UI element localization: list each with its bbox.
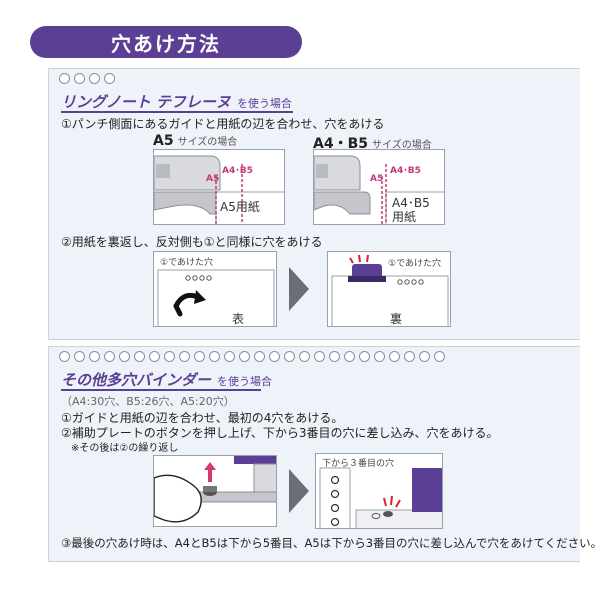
- binder-ring: [299, 351, 310, 362]
- binder-ring: [344, 351, 355, 362]
- a4b5-size-name: A4・B5: [313, 136, 368, 152]
- front-side-illustration: ①であけた穴 表: [153, 251, 277, 327]
- next-step-arrow: [289, 267, 309, 311]
- back-side-label: 裏: [390, 312, 403, 326]
- a4b5-punch-illustration: A4･B5 A5 A4･B5 用紙: [313, 149, 445, 225]
- section-title: リングノート テフレーヌ を使う場合: [61, 91, 292, 112]
- binder-ring: [359, 351, 370, 362]
- step-3-text: ③最後の穴あけ時は、A4とB5は下から5番目、A5は下から3番目の穴に差し込んで…: [61, 536, 598, 550]
- step-2-text: ②補助プレートのボタンを押し上げ、下から3番目の穴に差し込み、穴をあける。: [61, 426, 499, 440]
- step-1-text: ①パンチ側面にあるガイドと用紙の辺を合わせ、穴をあける: [61, 117, 385, 131]
- section-title-main: リングノート テフレーヌ: [61, 93, 231, 111]
- a5-paper-label: A5用紙: [220, 200, 260, 214]
- binder-ring: [329, 351, 340, 362]
- binder-ring: [239, 351, 250, 362]
- binder-rings: [59, 351, 445, 362]
- binder-ring: [59, 351, 70, 362]
- binder-ring: [74, 73, 85, 84]
- binder-ring: [224, 351, 235, 362]
- binder-ring: [314, 351, 325, 362]
- binder-rings: [59, 73, 115, 84]
- back-hole-note: ①であけた穴: [388, 259, 441, 269]
- back-side-drawing: [328, 252, 450, 326]
- front-side-label: 表: [232, 312, 245, 326]
- section-title-main: その他多穴バインダー: [61, 371, 212, 389]
- a4b5-paper-label-line1: A4･B5: [392, 196, 430, 210]
- section-underline: [61, 111, 293, 113]
- a4b5-size-label: A4・B5 サイズの場合: [313, 133, 432, 153]
- binder-ring: [284, 351, 295, 362]
- a5-punch-drawing: [154, 150, 284, 224]
- third-hole-label: 下から３番目の穴: [322, 459, 395, 469]
- binder-ring: [89, 351, 100, 362]
- section-underline: [61, 389, 261, 391]
- a4b5-size-suffix: サイズの場合: [372, 140, 432, 151]
- binder-ring: [104, 73, 115, 84]
- section-title: その他多穴バインダー を使う場合: [61, 369, 272, 390]
- third-hole-illustration: 下から３番目の穴: [315, 453, 443, 529]
- step-2-text: ②用紙を裏返し、反対側も①と同様に穴をあける: [61, 235, 323, 249]
- binder-ring: [74, 351, 85, 362]
- binder-ring: [389, 351, 400, 362]
- plate-button-drawing: [154, 456, 276, 526]
- a4b5-guide-a5-label: A5: [370, 174, 384, 184]
- page-title: 穴あけ方法: [30, 26, 302, 58]
- a5-punch-illustration: A4･B5 A5 A5用紙: [153, 149, 285, 225]
- binder-ring: [119, 351, 130, 362]
- front-side-drawing: [154, 252, 276, 326]
- binder-ring: [59, 73, 70, 84]
- third-hole-drawing: [316, 454, 442, 528]
- a5-guide-a4b5-label: A4･B5: [222, 166, 253, 176]
- binder-ring: [179, 351, 190, 362]
- plate-button-illustration: [153, 455, 277, 527]
- binder-ring: [434, 351, 445, 362]
- binder-ring: [209, 351, 220, 362]
- multi-hole-binder-panel: その他多穴バインダー を使う場合 （A4:30穴、B5:26穴、A5:20穴） …: [48, 346, 598, 562]
- a5-size-label: A5 サイズの場合: [153, 133, 237, 149]
- binder-ring: [194, 351, 205, 362]
- a5-guide-a5-label: A5: [206, 174, 220, 184]
- binder-ring: [164, 351, 175, 362]
- binder-ring: [149, 351, 160, 362]
- a4b5-paper-label-line2: 用紙: [392, 210, 417, 224]
- section-title-sub: を使う場合: [217, 375, 273, 388]
- binder-ring: [89, 73, 100, 84]
- section-title-sub: を使う場合: [236, 97, 292, 110]
- next-step-arrow: [289, 469, 309, 513]
- binder-ring: [104, 351, 115, 362]
- holes-note: （A4:30穴、B5:26穴、A5:20穴）: [61, 395, 235, 408]
- a4b5-punch-drawing: [314, 150, 444, 224]
- ring-notebook-panel: リングノート テフレーヌ を使う場合 ①パンチ側面にあるガイドと用紙の辺を合わせ…: [48, 68, 580, 340]
- binder-ring: [269, 351, 280, 362]
- binder-ring: [419, 351, 430, 362]
- binder-ring: [404, 351, 415, 362]
- step-2-note: ※その後は②の繰り返し: [71, 443, 179, 454]
- binder-ring: [254, 351, 265, 362]
- step-1-text: ①ガイドと用紙の辺を合わせ、最初の4穴をあける。: [61, 411, 344, 425]
- back-side-illustration: ①であけた穴 裏: [327, 251, 451, 327]
- a4b5-guide-a4b5-label: A4･B5: [390, 166, 421, 176]
- binder-ring: [134, 351, 145, 362]
- a5-size-name: A5: [153, 133, 174, 149]
- binder-ring: [374, 351, 385, 362]
- front-hole-note: ①であけた穴: [160, 258, 213, 268]
- a5-size-suffix: サイズの場合: [177, 137, 238, 148]
